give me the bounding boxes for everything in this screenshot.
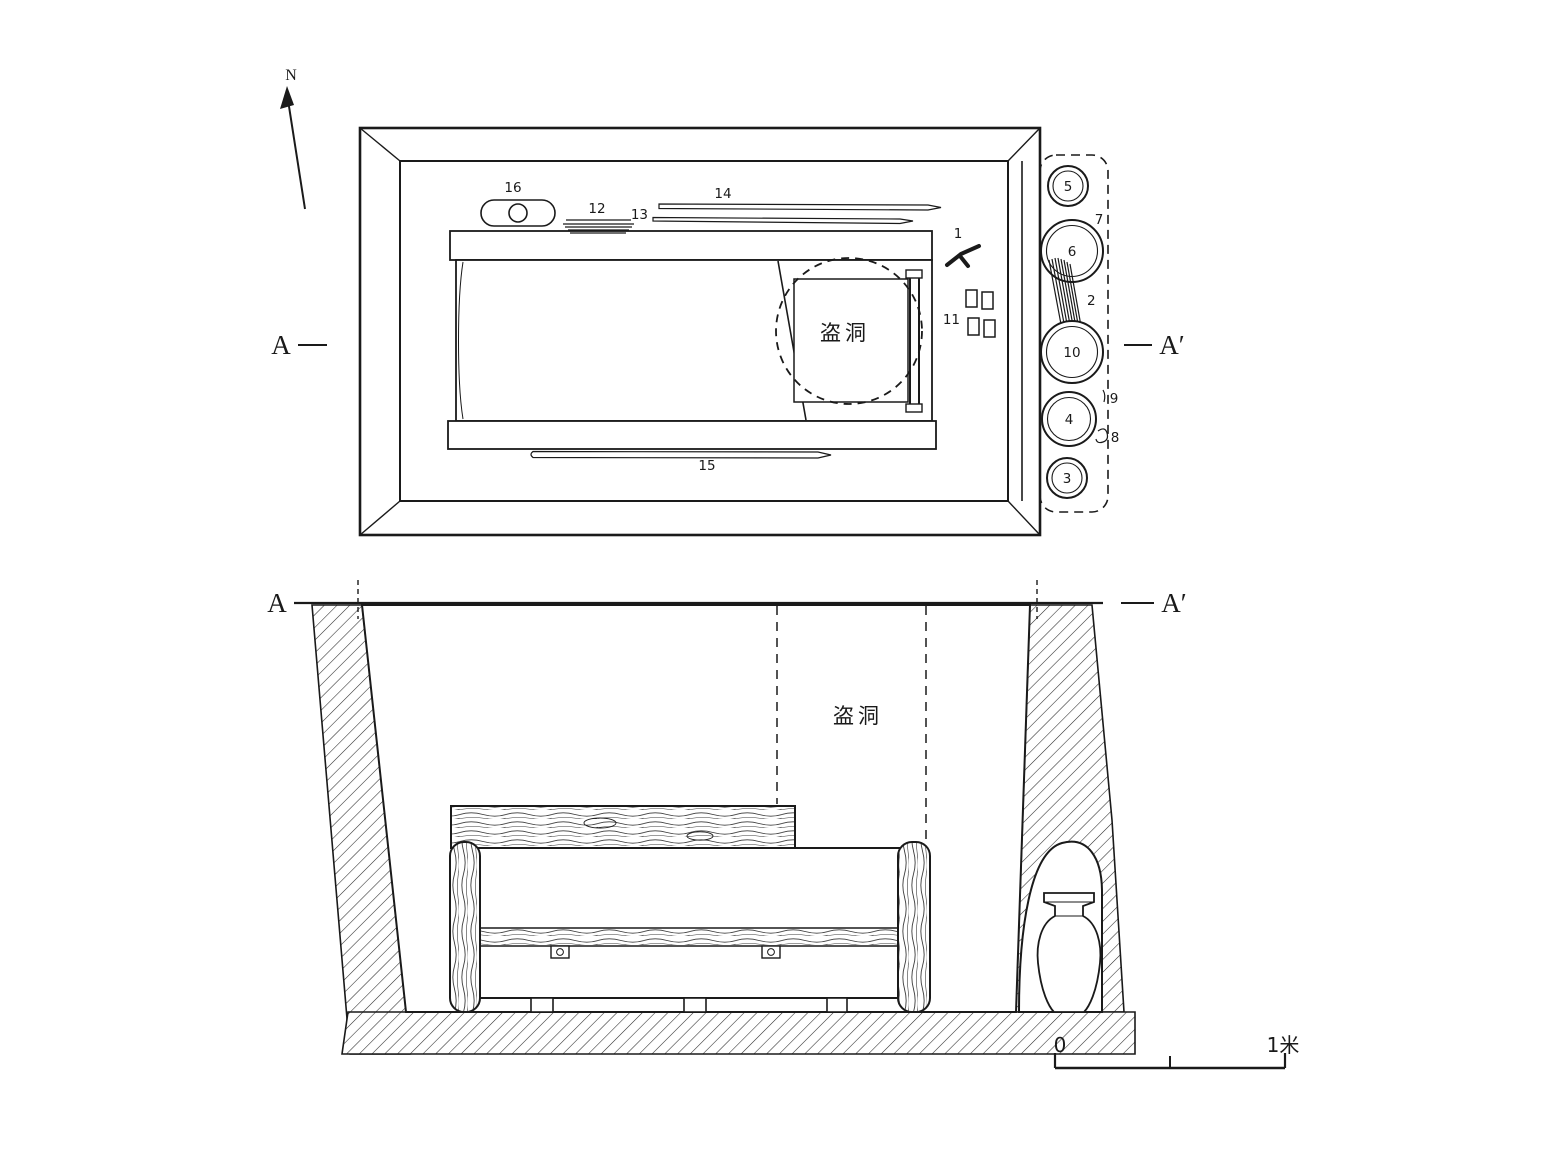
board-spacer-2-block [761, 945, 781, 959]
artifact-11-piece [967, 317, 980, 336]
robber-pit-box [793, 278, 909, 403]
artifact-12-label: 12 [588, 201, 605, 217]
plan-view: 盗洞 16 12 14 13 15 [271, 126, 1185, 537]
artifact-16-label: 16 [504, 180, 521, 196]
scale-bar: 0 1米 [1054, 1033, 1300, 1070]
east-niche-plan: 5 6 2 [1039, 154, 1120, 513]
coffin-plank-north [449, 230, 933, 261]
vessel-5-label: 5 [1064, 179, 1073, 195]
pit-corner-sw [359, 500, 401, 536]
niche-pot-outline [1036, 892, 1102, 1013]
section-line-markers-plan: A A′ [271, 330, 1184, 360]
artifact-1-shape [945, 244, 981, 268]
artifact-16: 16 [480, 180, 556, 227]
artifact-13: 13 [631, 207, 914, 225]
robber-hole-label-plan: 盗洞 [820, 321, 870, 345]
artifact-11-label: 11 [943, 312, 960, 328]
artifact-16-body [480, 199, 556, 227]
board-spacer-1-peg [556, 948, 564, 956]
board-spacer-1 [550, 945, 570, 959]
section-marker-a-prime: A′ [1161, 588, 1186, 618]
east-niche-section [1017, 840, 1103, 1013]
vessel-4: 4 [1041, 391, 1097, 447]
artifact-11-piece [981, 291, 994, 310]
pit-corner-ne [1007, 127, 1041, 162]
head-board-end-top [905, 269, 923, 279]
board-spacer-2-peg [767, 948, 775, 956]
artifact-8-mark [1095, 428, 1109, 444]
artifact-15: 15 [530, 450, 832, 474]
coffin-foot-2 [683, 997, 707, 1013]
floor-hatch [341, 1011, 1136, 1055]
north-arrow-head [280, 86, 294, 109]
coffin-chamber-body [477, 847, 903, 999]
wood-knot [686, 831, 714, 841]
artifact-8-label: 8 [1111, 430, 1120, 446]
north-label: N [285, 67, 297, 84]
section-view: 盗洞 A A′ 0 1米 [267, 580, 1300, 1070]
vessel-5: 5 [1047, 165, 1089, 207]
vessel-3-label: 3 [1063, 471, 1072, 487]
plan-marker-a-prime: A′ [1159, 330, 1184, 360]
robber-hole-label-section: 盗洞 [833, 704, 883, 728]
artifact-13-rod [652, 216, 914, 225]
coffin-plan: 盗洞 [447, 230, 937, 450]
vessel-10-label: 10 [1063, 345, 1080, 361]
coffin-foot-1 [530, 997, 554, 1013]
wood-knot [583, 817, 617, 829]
cover-plank-board [450, 805, 796, 849]
pit-corner-nw [359, 127, 401, 162]
north-arrow: N [280, 67, 306, 210]
vessel-3: 3 [1046, 457, 1088, 499]
vessel-4-label: 4 [1065, 412, 1074, 428]
artifact-11-piece [965, 289, 978, 308]
plan-marker-a: A [271, 330, 291, 360]
pit-corner-se [1007, 500, 1041, 536]
vessel-10: 10 [1040, 320, 1104, 384]
ground-line-group: A A′ [267, 580, 1187, 619]
niche-pot [1036, 892, 1102, 1013]
artifact-9-label: 9 [1110, 391, 1119, 407]
robber-hole-outline-plan [775, 257, 923, 405]
board-spacer-2 [761, 945, 781, 959]
artifact-11: 11 [943, 289, 996, 338]
artifact-1-label: 1 [954, 226, 963, 242]
coffin-bottom-board [479, 927, 901, 947]
section-marker-a: A [267, 588, 287, 618]
coffin-foot-3 [826, 997, 848, 1013]
coffin-east-cap [897, 841, 931, 1013]
artifact-12: 12 [563, 201, 634, 234]
artifact-13-label: 13 [631, 207, 648, 223]
artifact-9-mark [1102, 389, 1106, 403]
north-arrow-shaft [287, 99, 306, 210]
vessel-6-label: 6 [1068, 244, 1077, 260]
artifact-15-label: 15 [698, 458, 715, 474]
coffin-west-cap [449, 841, 481, 1013]
artifact-14: 14 [658, 186, 942, 211]
artifact-1: 1 [945, 226, 981, 268]
artifact-2-label: 2 [1087, 293, 1096, 309]
coffin-plank-south [447, 420, 937, 450]
artifact-15-rod [530, 450, 832, 459]
artifact-7-label: 7 [1095, 212, 1104, 228]
coffin-west-board [458, 261, 464, 420]
scale-meter-label: 1米 [1267, 1033, 1300, 1057]
artifact-14-label: 14 [714, 186, 731, 202]
scale-zero-label: 0 [1054, 1033, 1067, 1057]
board-spacer-1-block [550, 945, 570, 959]
artifact-14-rod [658, 203, 942, 211]
niche-boundary-dashed [1039, 154, 1109, 513]
artifact-16-knob [508, 203, 528, 223]
head-board-end-bottom [905, 403, 923, 413]
coffin-section [449, 805, 931, 1013]
robber-hole-section: 盗洞 [776, 606, 927, 840]
artifact-11-piece [983, 319, 996, 338]
cover-plank [450, 805, 796, 849]
